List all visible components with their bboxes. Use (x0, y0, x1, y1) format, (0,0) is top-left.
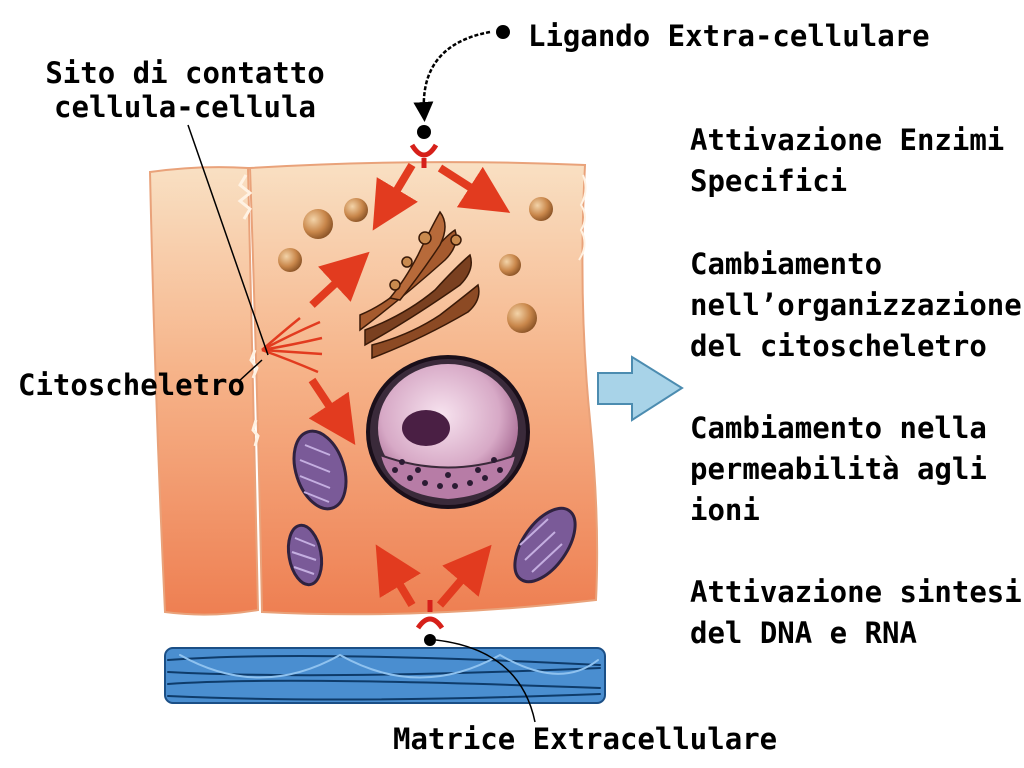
ligand-pointer (413, 30, 491, 122)
response-2-line-3: del citoscheletro (690, 329, 987, 363)
ligand-receptor (409, 125, 439, 168)
response-3-line-1: Cambiamento nella (690, 411, 987, 445)
vesicles (278, 197, 553, 333)
signal-arrows (308, 162, 511, 608)
response-4-line-1: Attivazione sintesi (690, 575, 1022, 609)
mitochondria (286, 429, 577, 587)
matrix-label: Matrice Extracellulare (393, 722, 778, 756)
response-1-line-1: Attivazione Enzimi (690, 123, 1005, 157)
ligand-dot-label (496, 25, 510, 39)
ligand-molecule (417, 125, 431, 139)
membrane-detail (578, 174, 587, 261)
matrix-leader (435, 639, 536, 723)
response-3-line-3: ioni (690, 493, 760, 527)
response-2-line-1: Cambiamento (690, 247, 883, 281)
contact-site-line-1: Sito di contatto (45, 56, 325, 90)
contact-site-leader (187, 124, 269, 356)
extracellular-matrix (164, 647, 606, 704)
nucleolus (402, 410, 450, 446)
contact-site-label: Sito di contatto cellula-cellula (35, 56, 335, 124)
output-arrow (597, 355, 684, 422)
cytoskeleton-leader (237, 359, 263, 383)
matrix-receptor (415, 600, 445, 646)
cell-junction (237, 174, 260, 447)
response-3-line-2: permeabilità agli (690, 452, 987, 486)
cytoskeleton-label: Citoscheletro (18, 368, 245, 402)
response-4-line-2: del DNA e RNA (690, 616, 917, 650)
response-2-line-2: nell’organizzazione (690, 288, 1022, 322)
response-1-line-2: Specifici (690, 164, 848, 198)
golgi-apparatus (359, 210, 480, 360)
neighbor-cell (148, 166, 260, 616)
nucleus (366, 355, 530, 509)
contact-site-line-2: cellula-cellula (54, 90, 316, 124)
ligand-label: Ligando Extra-cellulare (528, 19, 930, 53)
